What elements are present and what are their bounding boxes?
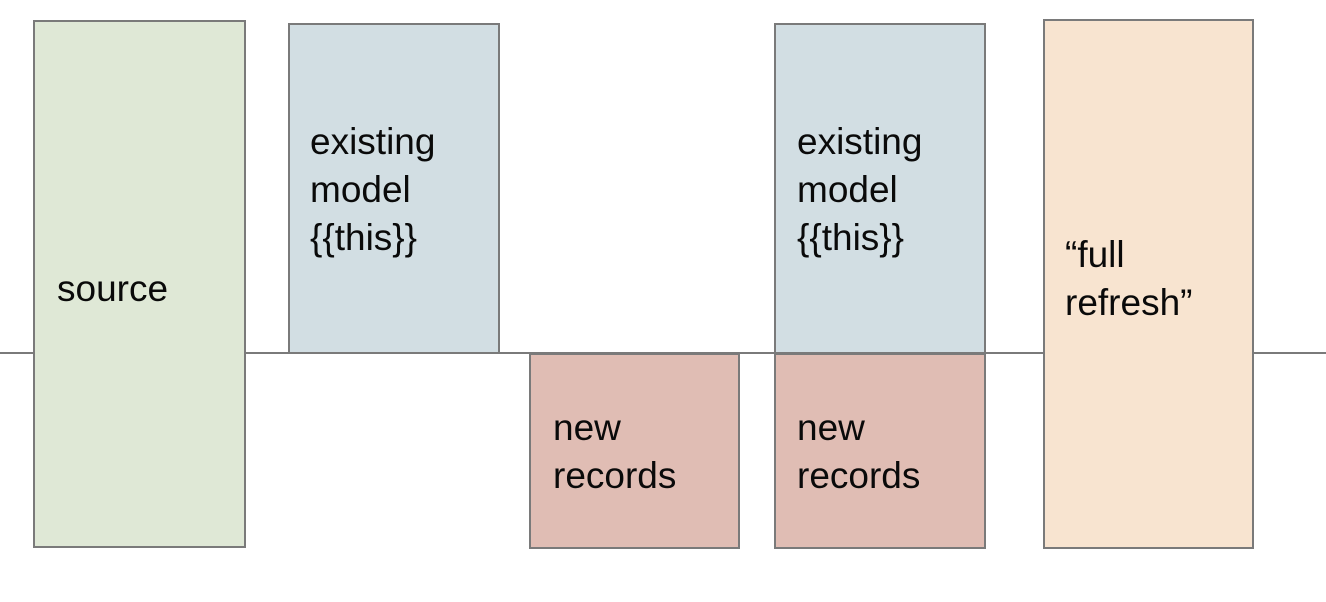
box-full-refresh[interactable] (1043, 19, 1254, 549)
box-source[interactable] (33, 20, 246, 548)
box-new-records-1[interactable] (529, 353, 740, 549)
box-new-records-2[interactable] (774, 353, 986, 549)
box-existing-model-2[interactable] (774, 23, 986, 354)
box-existing-model-1[interactable] (288, 23, 500, 354)
